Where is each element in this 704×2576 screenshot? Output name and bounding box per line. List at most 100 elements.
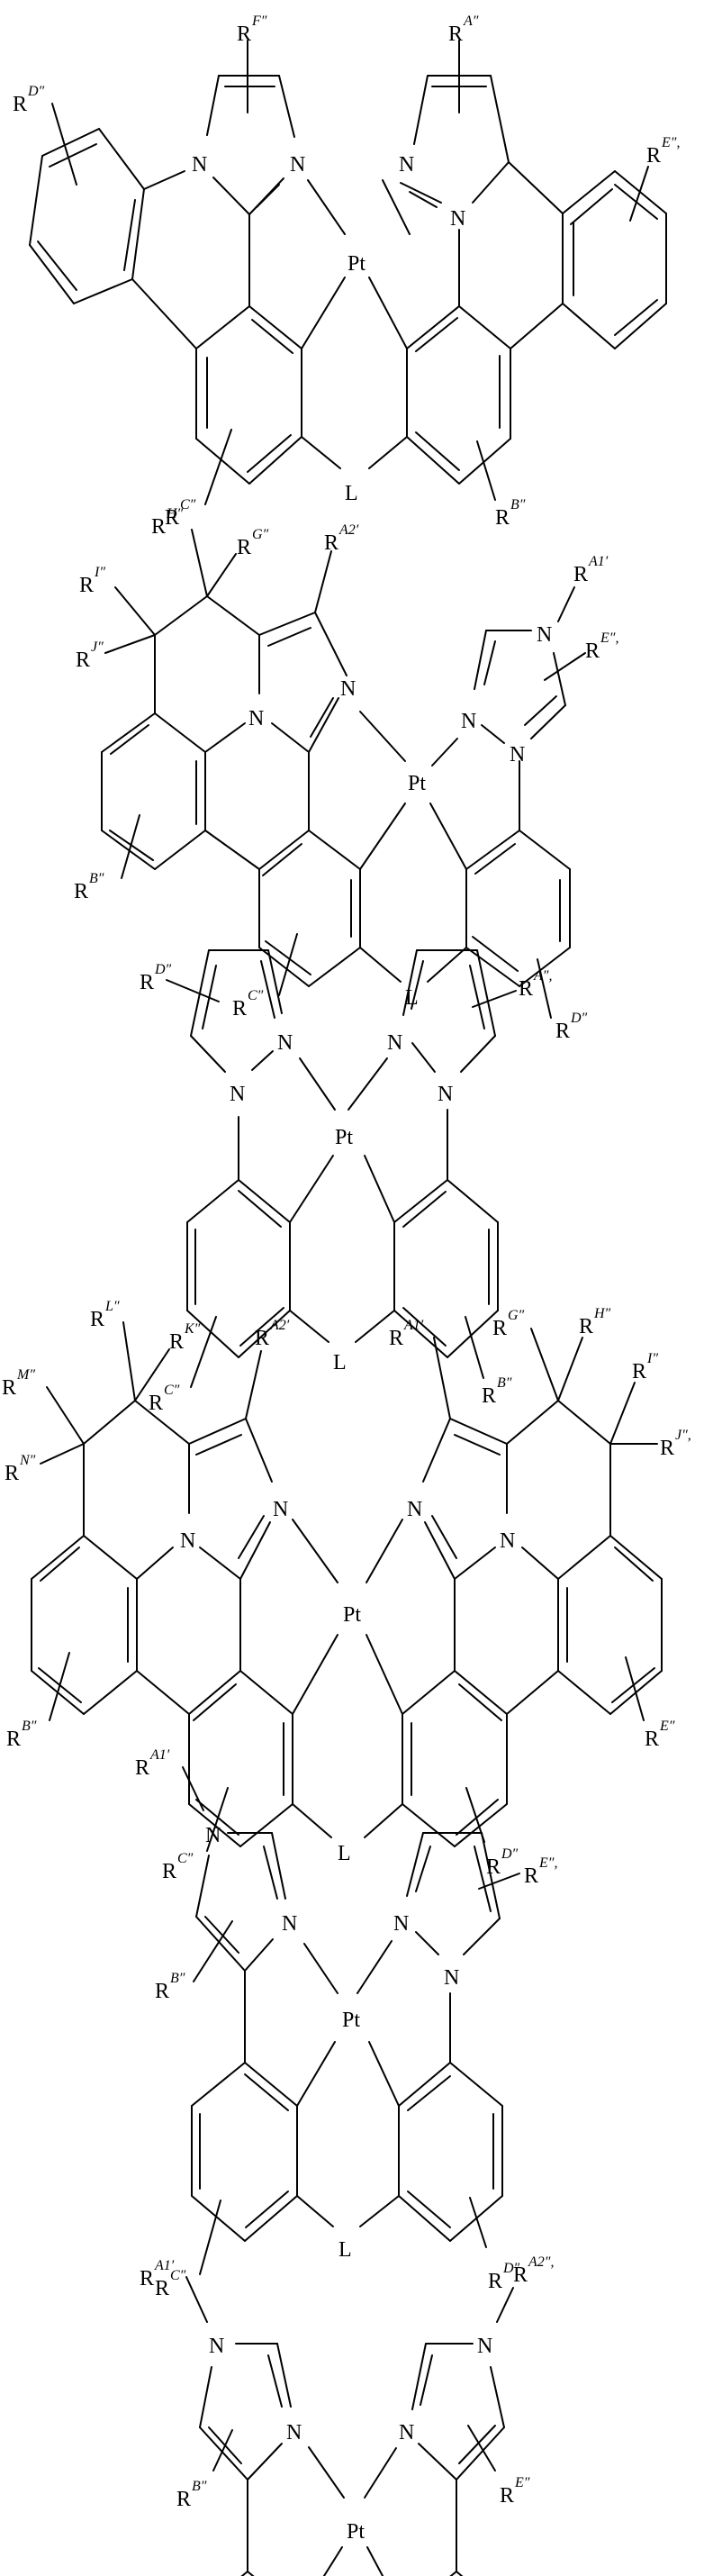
svg-text:A2′: A2′ xyxy=(338,522,359,538)
svg-text:B″: B″ xyxy=(497,1375,512,1391)
structure-4: Pt L N N N N R L″ R K″ R A2′ R M″ R N″ R… xyxy=(2,1299,691,1883)
svg-text:I″: I″ xyxy=(94,565,105,580)
n-label: N xyxy=(399,2421,414,2444)
structure-5: Pt L N N N N R A1′ R E″, R B″ R C″ R D″ xyxy=(135,1747,557,2300)
structure-6-labels: Pt L N N N N R A1′ R A2″, R B″ R E″ R C″… xyxy=(140,2254,554,2544)
svg-text:A1′: A1′ xyxy=(149,1747,170,1763)
metal-label: Pt xyxy=(342,2009,360,2032)
n-label: N xyxy=(248,707,264,730)
svg-text:D″: D″ xyxy=(501,1846,519,1862)
substituent-rd: R xyxy=(140,971,154,994)
n-label: N xyxy=(340,677,356,701)
n-label: N xyxy=(180,1529,195,1553)
n-label: N xyxy=(393,1912,409,1936)
substituent-rh: R xyxy=(579,1315,593,1338)
svg-text:J″,: J″, xyxy=(675,1428,691,1443)
substituent-ra1: R xyxy=(140,2267,154,2290)
n-label: N xyxy=(387,1031,402,1055)
svg-text:A″: A″ xyxy=(463,14,479,29)
substituent-ra1: R xyxy=(135,1756,149,1780)
structure-3: Pt L N N N N R D″ R A″, R C″ R B″ xyxy=(140,949,552,1415)
substituent-ra: R xyxy=(519,977,533,1001)
substituent-rb: R xyxy=(495,506,510,530)
n-label: N xyxy=(500,1529,515,1553)
svg-text:B″: B″ xyxy=(170,1971,185,1986)
substituent-re: R xyxy=(524,1864,538,1888)
metal-label: Pt xyxy=(335,1126,353,1149)
structure-5-labels: Pt L N N N N R A1′ R E″, R B″ R C″ R D″ xyxy=(135,1747,557,2300)
substituent-re: R xyxy=(646,144,661,168)
substituent-re: R xyxy=(500,2484,514,2508)
substituent-rd: R xyxy=(488,2270,502,2293)
metal-label: Pt xyxy=(347,252,366,276)
substituent-ri: R xyxy=(79,574,94,597)
substituent-ri: R xyxy=(632,1360,646,1383)
substituent-rd: R xyxy=(13,93,27,116)
structure-3-bonds xyxy=(166,949,517,1388)
structure-1: Pt L N N N N R F″ R A″ R D″ R E″, R C″ R… xyxy=(13,14,680,530)
n-label: N xyxy=(192,153,207,177)
structure-4-labels: Pt L N N N N R L″ R K″ R A2′ R M″ R N″ R… xyxy=(2,1299,691,1883)
svg-text:E″: E″ xyxy=(514,2475,530,2490)
n-label: N xyxy=(461,710,476,733)
svg-text:E″,: E″, xyxy=(538,1855,557,1871)
substituent-rc: R xyxy=(165,506,179,530)
svg-text:B″: B″ xyxy=(22,1719,37,1734)
substituent-re: R xyxy=(645,1728,659,1751)
substituent-re: R xyxy=(585,639,600,663)
n-label: N xyxy=(510,743,525,766)
n-label: N xyxy=(450,207,465,231)
substituent-rb: R xyxy=(482,1384,496,1408)
svg-text:D″: D″ xyxy=(154,962,172,977)
n-label: N xyxy=(205,1824,221,1847)
substituent-rc: R xyxy=(149,1392,163,1415)
n-label: N xyxy=(209,2335,224,2358)
structure-1-labels: Pt L N N N N R F″ R A″ R D″ R E″, R C″ R… xyxy=(13,14,680,530)
substituent-ra2: R xyxy=(324,531,338,555)
substituent-rd: R xyxy=(555,1020,570,1043)
n-label: N xyxy=(230,1083,245,1106)
svg-text:A1′: A1′ xyxy=(588,554,609,569)
substituent-rl: R xyxy=(90,1308,104,1331)
svg-text:E″,: E″, xyxy=(600,630,618,646)
structure-4-bonds xyxy=(31,1321,663,1852)
svg-text:E″,: E″, xyxy=(661,135,680,150)
metal-label: Pt xyxy=(347,2520,365,2544)
substituent-ra1: R xyxy=(573,563,588,586)
svg-text:D″: D″ xyxy=(570,1011,588,1026)
svg-text:A″,: A″, xyxy=(533,968,552,984)
structure-6-bonds xyxy=(185,2276,514,2576)
n-label: N xyxy=(537,623,552,647)
substituent-rn: R xyxy=(5,1462,19,1485)
linker-label: L xyxy=(345,482,358,505)
svg-text:H″: H″ xyxy=(166,506,184,522)
metal-label: Pt xyxy=(408,772,426,795)
svg-text:K″: K″ xyxy=(184,1321,201,1337)
svg-text:B″: B″ xyxy=(510,497,526,512)
substituent-ra2: R xyxy=(255,1327,269,1350)
linker-label: L xyxy=(338,1842,351,1865)
structure-5-bonds xyxy=(182,1766,520,2275)
n-label: N xyxy=(282,1912,297,1936)
structure-2-bonds xyxy=(101,529,586,1019)
n-label: N xyxy=(273,1498,288,1521)
substituent-rh: R xyxy=(151,515,166,539)
substituent-rb: R xyxy=(155,1980,169,2003)
svg-text:G″: G″ xyxy=(508,1308,525,1323)
substituent-rm: R xyxy=(2,1376,16,1400)
n-label: N xyxy=(407,1498,422,1521)
metal-label: Pt xyxy=(343,1603,361,1627)
substituent-rj: R xyxy=(76,649,90,672)
n-label: N xyxy=(277,1031,293,1055)
substituent-ra2: R xyxy=(513,2263,528,2287)
svg-text:F″: F″ xyxy=(251,14,267,29)
svg-text:A2′: A2′ xyxy=(269,1318,290,1333)
n-label: N xyxy=(286,2421,302,2444)
svg-text:I″: I″ xyxy=(646,1351,658,1366)
substituent-rb: R xyxy=(176,2488,191,2511)
svg-text:D″: D″ xyxy=(27,84,45,99)
n-label: N xyxy=(438,1083,453,1106)
substituent-rj: R xyxy=(660,1437,674,1460)
svg-text:A1′: A1′ xyxy=(403,1318,424,1333)
substituent-rf: R xyxy=(237,23,251,46)
